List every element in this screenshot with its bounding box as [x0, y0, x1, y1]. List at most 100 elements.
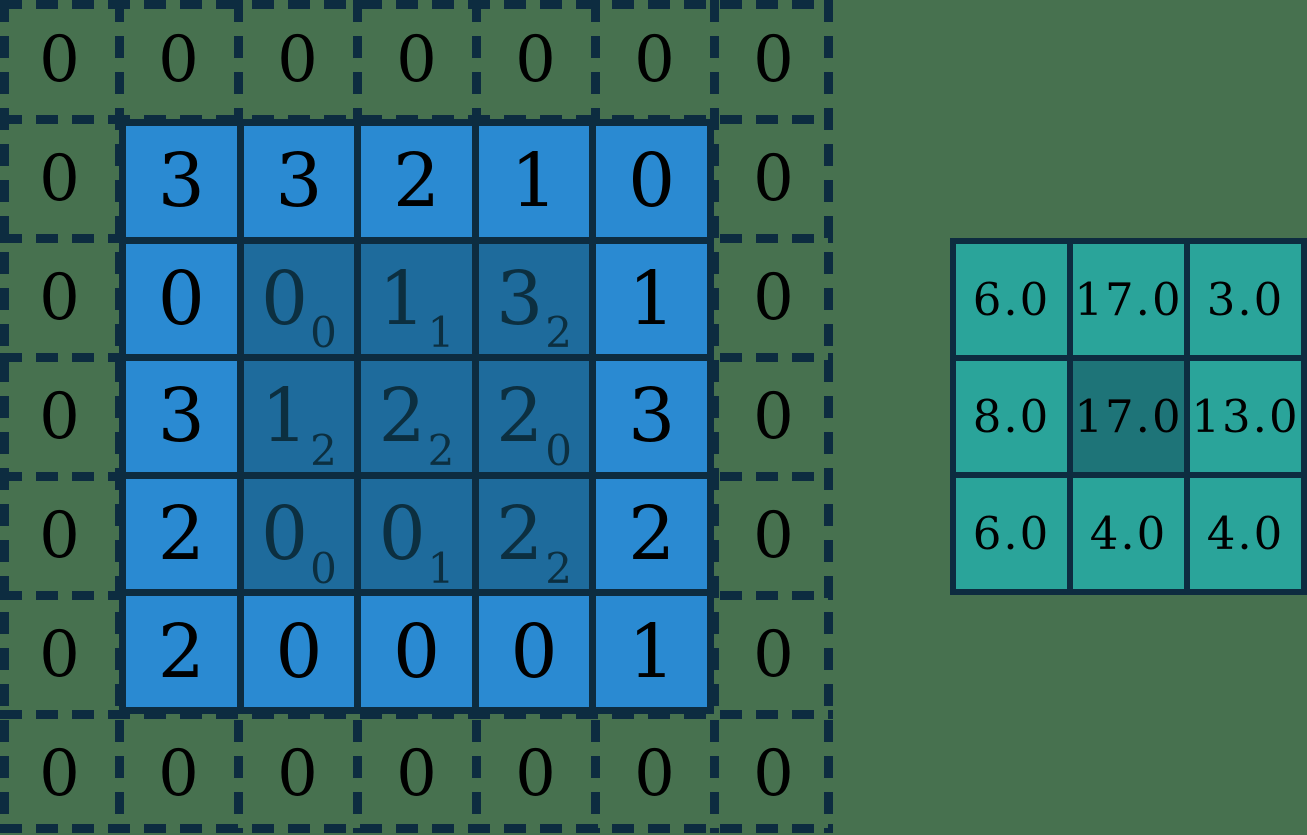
input-value: 1: [378, 255, 426, 342]
input-value: 1: [510, 138, 558, 225]
input-value: 0: [628, 138, 676, 225]
input-cell: 0: [478, 596, 590, 707]
output-value: 8.0: [972, 390, 1051, 443]
input-cell: 0: [596, 126, 707, 237]
active-output-cell: 17.0: [1073, 361, 1184, 472]
kernel-weight-subscript: 0: [545, 425, 572, 475]
kernel-weight-subscript: 2: [545, 543, 572, 593]
padding-cell: 0: [39, 617, 80, 692]
input-cell: 3: [243, 126, 355, 237]
output-value: 6.0: [972, 507, 1051, 560]
padding-cell: 0: [39, 379, 80, 454]
input-value: 3: [496, 255, 544, 342]
kernel-weight-subscript: 2: [427, 425, 455, 475]
padding-cell: 0: [515, 22, 556, 97]
input-value: 3: [157, 138, 205, 225]
padding-cell: 0: [39, 736, 80, 811]
input-cell: 1: [596, 596, 707, 707]
padding-cell: 0: [158, 22, 199, 97]
output-cell: 6.0: [956, 478, 1067, 589]
input-value: 0: [510, 608, 558, 695]
input-value: 1: [628, 255, 676, 342]
padding-cell: 0: [753, 22, 794, 97]
input-value: 3: [275, 138, 323, 225]
kernel-weight-subscript: 0: [310, 308, 337, 358]
padding-cell: 0: [515, 736, 556, 811]
padding-cell: 0: [753, 260, 794, 335]
input-cell: 1: [478, 126, 590, 237]
input-cell: 2: [596, 478, 707, 590]
output-value: 4.0: [1206, 507, 1285, 560]
kernel-weight-subscript: 2: [545, 308, 572, 358]
input-value: 0: [392, 608, 441, 695]
output-value: 3.0: [1206, 273, 1285, 326]
padding-cell: 0: [753, 736, 794, 811]
output-value: 17.0: [1074, 273, 1183, 326]
output-cell: 4.0: [1190, 478, 1301, 589]
padding-cell: 0: [39, 22, 80, 97]
padding-cell: 0: [39, 260, 80, 335]
input-cell: 0: [361, 596, 472, 707]
padding-cell: 0: [634, 736, 675, 811]
kernel-weight-subscript: 2: [310, 425, 337, 475]
output-cell: 4.0: [1073, 478, 1184, 589]
padding-cell: 0: [158, 736, 199, 811]
output-cell: 3.0: [1190, 244, 1301, 355]
padding-cell: 0: [753, 617, 794, 692]
input-value: 0: [275, 608, 323, 695]
kernel-weight-subscript: 1: [427, 308, 455, 358]
input-cell: 2: [126, 478, 237, 590]
input-cell: 0: [243, 596, 355, 707]
input-value: 1: [260, 373, 309, 460]
input-value: 3: [157, 373, 205, 460]
input-value: 2: [628, 491, 676, 578]
output-value: 4.0: [1089, 507, 1168, 560]
output-value: 13.0: [1191, 390, 1300, 443]
padding-cell: 0: [396, 736, 437, 811]
input-value: 0: [378, 491, 426, 578]
padding-cell: 0: [39, 141, 80, 216]
padding-cell: 0: [753, 379, 794, 454]
padding-cell: 0: [753, 498, 794, 573]
input-value: 2: [157, 491, 205, 578]
input-cell: 3: [126, 126, 237, 237]
input-value: 2: [378, 373, 426, 460]
input-value: 2: [157, 608, 205, 695]
input-cell: 3: [596, 361, 707, 472]
output-value: 17.0: [1074, 390, 1183, 443]
padding-cell: 0: [634, 22, 675, 97]
input-value: 0: [260, 255, 309, 342]
input-value: 2: [496, 373, 544, 460]
input-cell: 2: [361, 126, 472, 237]
padding-cell: 0: [753, 141, 794, 216]
padding-cell: 0: [277, 736, 318, 811]
kernel-weight-subscript: 0: [310, 543, 337, 593]
output-value: 6.0: [972, 273, 1051, 326]
padding-cell: 0: [396, 22, 437, 97]
output-cell: 17.0: [1073, 244, 1184, 355]
input-cell: 3: [126, 361, 237, 472]
padding-cell: 0: [39, 498, 80, 573]
input-value: 0: [157, 255, 205, 342]
output-cell: 13.0: [1190, 361, 1301, 472]
input-value: 1: [628, 608, 676, 695]
padding-cell: 0: [277, 22, 318, 97]
input-cell: 1: [596, 243, 707, 355]
kernel-weight-subscript: 1: [427, 543, 455, 593]
output-cell: 6.0: [956, 244, 1067, 355]
input-cell: 2: [126, 596, 237, 707]
input-value: 2: [392, 138, 441, 225]
output-cell: 8.0: [956, 361, 1067, 472]
